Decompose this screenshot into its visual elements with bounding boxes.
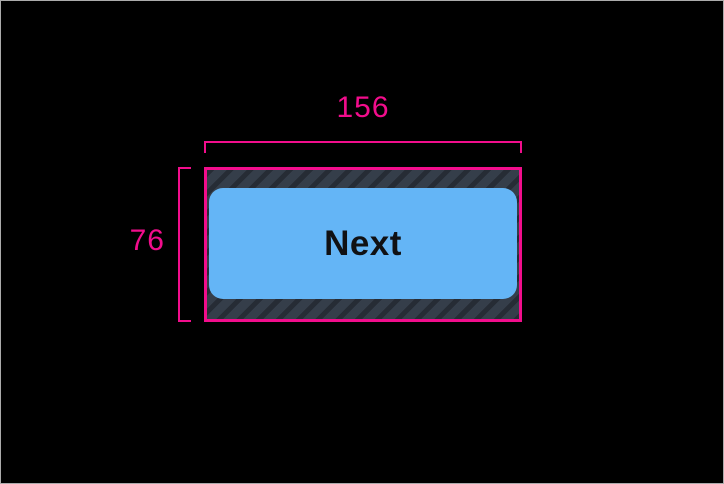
padding-hatch-overlay: Next [204, 167, 522, 322]
next-button-label: Next [324, 224, 402, 263]
width-measure-bracket [204, 141, 522, 153]
next-button[interactable]: Next [209, 188, 517, 299]
height-dimension-label: 76 [129, 224, 165, 257]
width-dimension-label: 156 [336, 91, 390, 124]
height-measure-bracket [178, 167, 191, 322]
